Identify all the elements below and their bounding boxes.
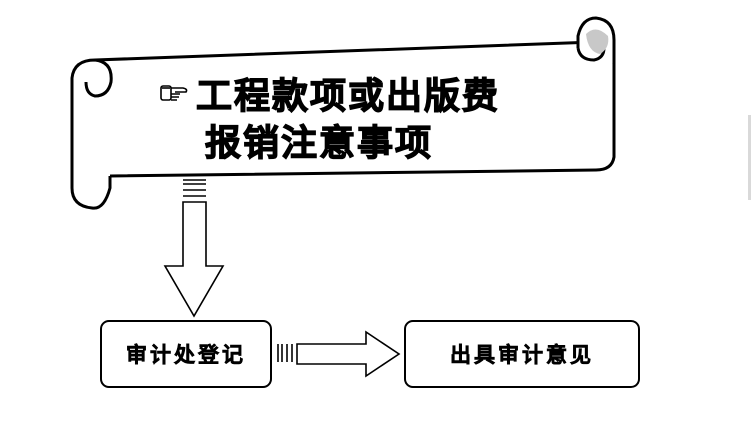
step-audit-registration: 审计处登记 xyxy=(100,320,272,388)
edge-divider xyxy=(748,115,751,200)
banner-title-line2: 报销注意事项 xyxy=(205,123,433,164)
banner-title-line1: 工程款项或出版费 xyxy=(196,76,500,117)
right-arrow xyxy=(277,330,401,378)
scroll-curl-shading xyxy=(586,29,609,54)
step-issue-audit-opinion: 出具审计意见 xyxy=(404,320,640,388)
down-arrow xyxy=(163,179,225,318)
pointing-hand-icon xyxy=(160,85,188,101)
